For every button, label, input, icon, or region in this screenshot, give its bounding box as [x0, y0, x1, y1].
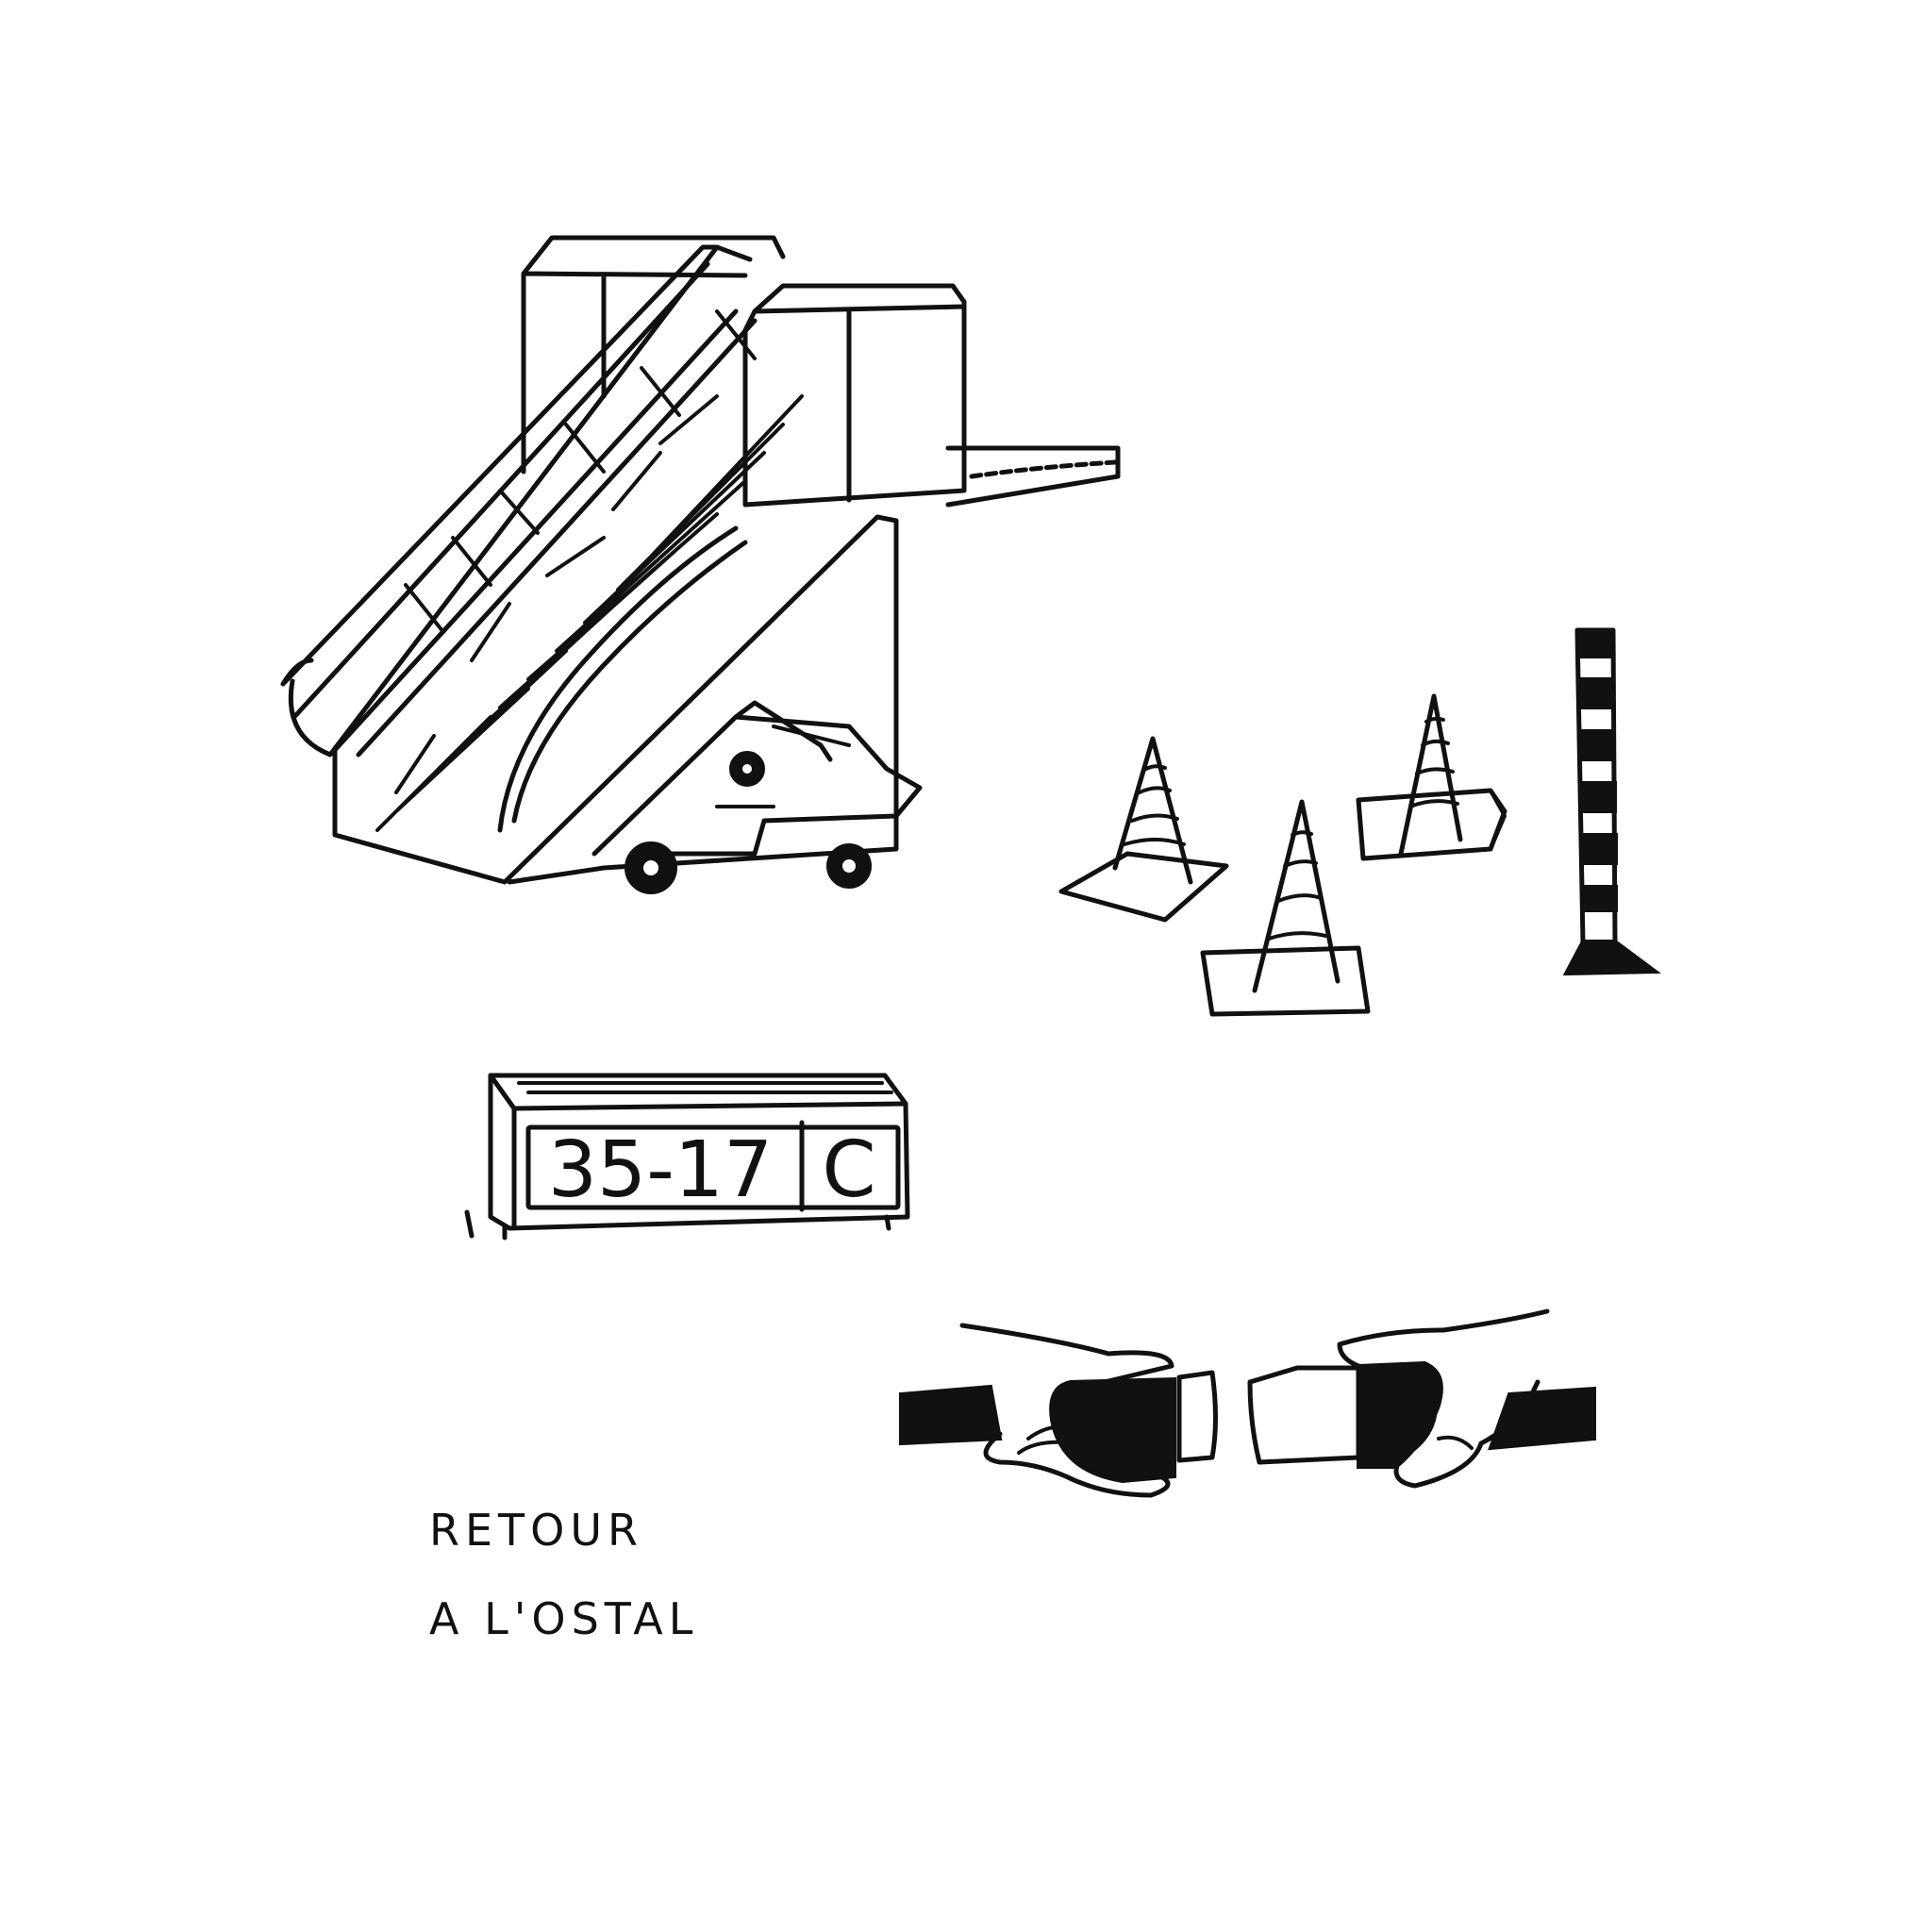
traffic-cone-left-icon [1058, 736, 1229, 923]
traffic-cone-right-icon [1356, 693, 1507, 861]
caption-line-2: A L'OSTAL [429, 1593, 699, 1644]
runway-letter-text: C [822, 1125, 875, 1215]
seatbelt-hands-icon [899, 1308, 1596, 1498]
airstair-truck [280, 235, 1121, 894]
runway-number-text: 35-17 [548, 1125, 773, 1215]
caption: RETOUR A L'OSTAL [429, 1505, 769, 1644]
striped-bollard-icon [1562, 627, 1661, 976]
runway-sign: 35-17 C [464, 1073, 910, 1241]
caption-line-1: RETOUR [429, 1505, 643, 1556]
traffic-cone-middle-icon [1200, 799, 1371, 1017]
